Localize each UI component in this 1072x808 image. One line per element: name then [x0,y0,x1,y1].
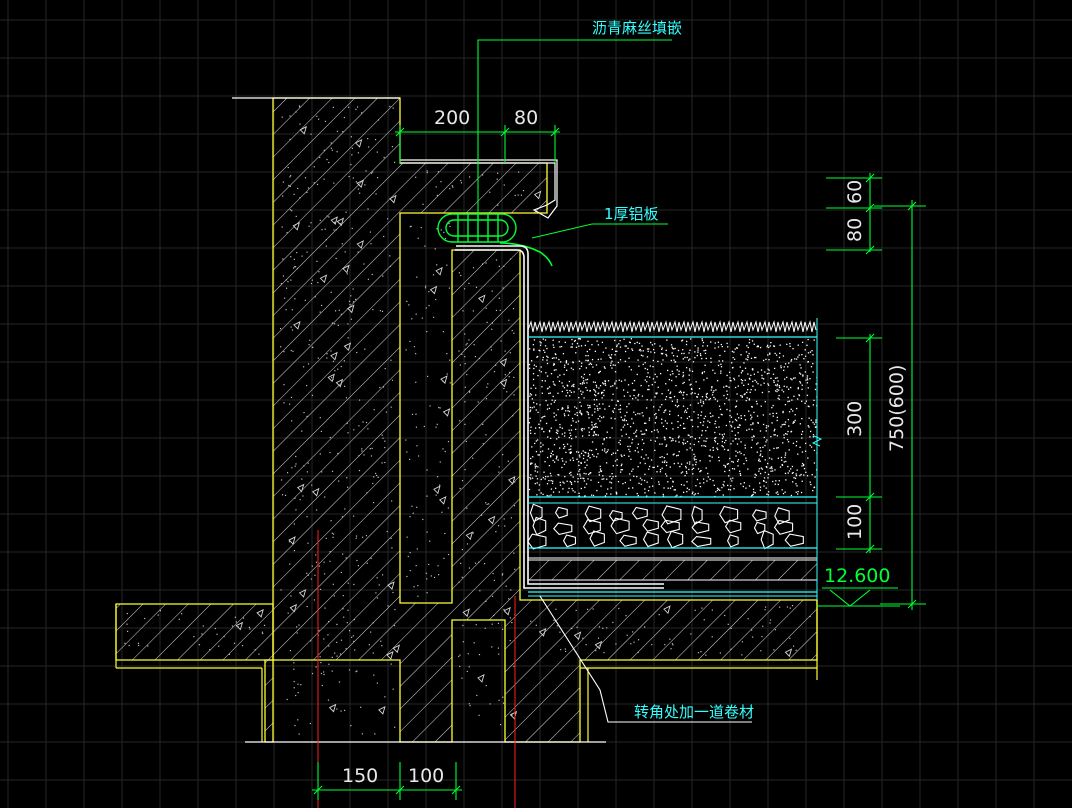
concrete-aggregate-marks [235,125,793,720]
wall-top-lines [232,97,606,743]
dim-bottom-100: 100 [408,765,444,787]
dim-top-80: 80 [514,107,538,129]
dim-top-200: 200 [434,107,470,129]
concrete-outer-wall [115,97,818,743]
sealant-filler-coil [437,213,517,243]
dimension-lines [312,125,926,800]
aluminum-plate [499,242,553,267]
label-sealant: 沥青麻丝填嵌 [592,19,682,37]
dim-right-300: 300 [844,401,866,437]
protection-layer [527,318,818,600]
center-lines [317,530,516,808]
label-aluminum-plate: 1厚铝板 [604,205,659,223]
concrete-dots [124,105,811,735]
grass-line [527,320,817,333]
dim-right-60: 60 [844,180,866,204]
gravel-layer [527,496,817,559]
dim-right-100: 100 [844,504,866,540]
label-corner-membrane: 转角处加一道卷材 [634,703,754,721]
elevation-label: 12.600 [824,565,890,587]
dim-bottom-150: 150 [342,765,378,787]
break-mark [811,435,823,447]
coping-cap [400,159,558,219]
concrete-outlines [115,600,818,742]
leader-lines [477,39,752,723]
soil-layer [528,336,817,497]
waterproof-membrane [455,245,664,589]
dim-right-total: 750(600) [886,365,908,452]
dim-right-80: 80 [844,218,866,242]
